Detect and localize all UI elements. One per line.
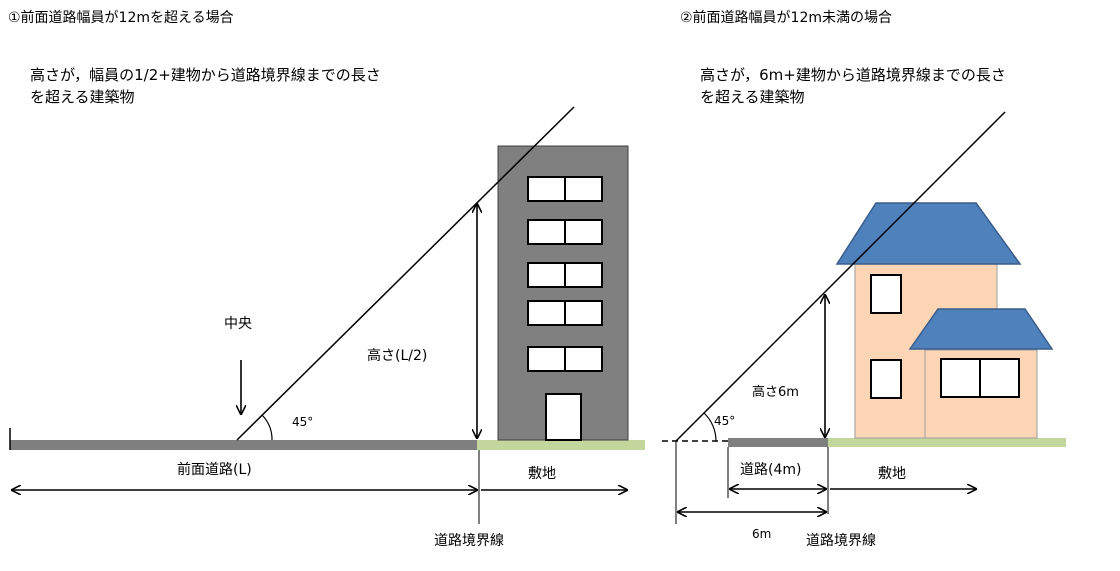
right-angle-label: 45° <box>714 414 735 428</box>
house-window <box>940 358 1020 398</box>
left-road-strip <box>10 440 477 450</box>
right-site-strip <box>828 438 1066 447</box>
right-description-line1: 高さが，6m+建物から道路境界線までの長さ <box>700 66 1006 84</box>
left-description-line2: を超える建築物 <box>30 88 135 106</box>
left-panel: ①前面道路幅員が12mを超える場合 高さが，幅員の1/2+建物から道路境界線まで… <box>8 9 645 549</box>
left-center-label: 中央 <box>224 316 252 332</box>
right-height-label: 高さ6m <box>752 384 799 400</box>
right-house <box>835 202 1054 439</box>
building-window <box>527 262 603 288</box>
left-description-line1: 高さが，幅員の1/2+建物から道路境界線までの長さ <box>30 66 381 84</box>
left-angle-label: 45° <box>292 415 313 429</box>
right-description-line2: を超える建築物 <box>700 88 805 106</box>
left-site-strip <box>477 440 645 450</box>
right-panel: ②前面道路幅員が12m未満の場合 高さが，6m+建物から道路境界線までの長さ を… <box>662 9 1066 549</box>
house-main-roof <box>835 202 1022 265</box>
right-slant-line <box>675 111 1006 442</box>
left-site-label: 敷地 <box>528 466 556 482</box>
house-window <box>870 359 902 399</box>
building-window <box>527 346 603 372</box>
building-door <box>545 393 582 441</box>
right-title: ②前面道路幅員が12m未満の場合 <box>680 9 892 26</box>
left-building <box>497 145 629 441</box>
right-boundary-label: 道路境界線 <box>806 533 876 549</box>
left-road-label: 前面道路(L) <box>177 461 252 478</box>
right-angle-arc <box>703 412 717 442</box>
left-height-label: 高さ(L/2) <box>367 347 427 364</box>
house-annex-roof <box>908 308 1054 350</box>
right-road-label: 道路(4m) <box>740 462 801 478</box>
right-6m-label: 6m <box>752 527 771 541</box>
left-title: ①前面道路幅員が12mを超える場合 <box>8 9 234 26</box>
building-window <box>527 176 603 202</box>
right-road-strip <box>728 438 828 447</box>
left-slant-line <box>236 106 575 441</box>
house-window <box>870 274 902 314</box>
building-window <box>527 300 603 326</box>
left-angle-arc <box>261 414 273 441</box>
left-boundary-label: 道路境界線 <box>434 533 504 549</box>
building-window <box>527 219 603 245</box>
right-site-label: 敷地 <box>878 466 906 482</box>
